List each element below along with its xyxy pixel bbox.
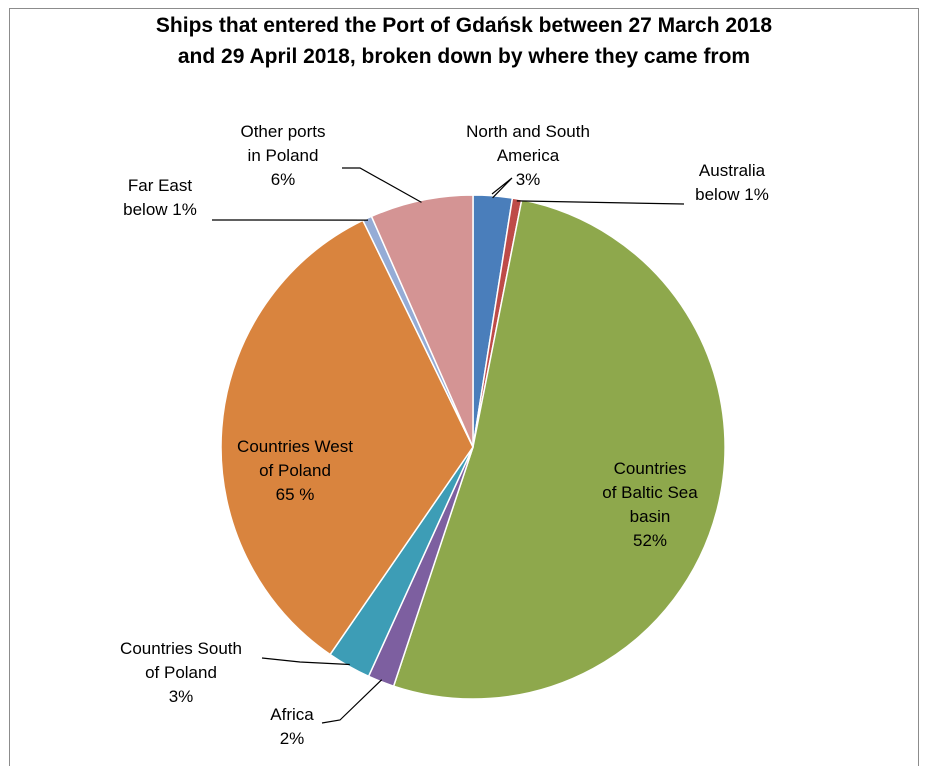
label-other-ports-poland-line-2: in Poland bbox=[247, 146, 319, 165]
leader-line-other-ports-in-poland bbox=[342, 167, 422, 203]
label-north-south-america-value: 3% bbox=[515, 170, 541, 189]
leader-line-africa bbox=[321, 679, 383, 724]
label-west-of-poland-value: 65 % bbox=[275, 485, 315, 504]
slice-countries-of-baltic-sea-basin bbox=[392, 199, 726, 700]
leader-line-australia bbox=[516, 200, 685, 205]
slice-other-ports-in-poland bbox=[370, 194, 474, 448]
label-africa-line-1: Africa bbox=[270, 705, 314, 724]
chart-title-line-2: and 29 April 2018, broken down by where … bbox=[177, 45, 751, 68]
label-far-east: Far East below 1% bbox=[100, 174, 220, 222]
label-australia-value: below 1% bbox=[695, 185, 769, 204]
label-south-of-poland-line-1: Countries South bbox=[120, 639, 242, 658]
label-west-of-poland-line-1: Countries West bbox=[237, 437, 353, 456]
label-other-ports-poland: Other ports in Poland 6% bbox=[218, 120, 348, 192]
label-south-of-poland-value: 3% bbox=[168, 687, 194, 706]
label-africa-value: 2% bbox=[279, 729, 305, 748]
leader-line-north-and-south-america bbox=[491, 177, 513, 199]
label-baltic-sea-value: 52% bbox=[632, 531, 668, 550]
label-baltic-sea: Countries of Baltic Sea basin 52% bbox=[575, 457, 725, 553]
slice-countries-west-of-poland bbox=[220, 219, 474, 656]
label-other-ports-poland-value: 6% bbox=[270, 170, 296, 189]
label-baltic-sea-line-1: Countries bbox=[613, 459, 687, 478]
leader-lines bbox=[211, 167, 685, 724]
label-north-south-america-line-1: North and South bbox=[466, 122, 590, 141]
label-baltic-sea-line-3: basin bbox=[629, 507, 671, 526]
leader-line-countries-south-of-poland bbox=[261, 657, 350, 666]
label-north-south-america: North and South America 3% bbox=[438, 120, 618, 192]
label-far-east-line-1: Far East bbox=[127, 176, 193, 195]
label-australia: Australia below 1% bbox=[672, 159, 792, 207]
label-west-of-poland-line-2: of Poland bbox=[259, 461, 331, 480]
label-south-of-poland: Countries South of Poland 3% bbox=[96, 637, 266, 709]
chart-title: Ships that entered the Port of Gdańsk be… bbox=[0, 10, 928, 72]
label-far-east-value: below 1% bbox=[123, 200, 197, 219]
label-west-of-poland: Countries West of Poland 65 % bbox=[215, 435, 375, 507]
label-baltic-sea-line-2: of Baltic Sea bbox=[602, 483, 698, 502]
chart-title-line-1: Ships that entered the Port of Gdańsk be… bbox=[155, 14, 773, 37]
label-australia-line-1: Australia bbox=[698, 161, 766, 180]
label-north-south-america-line-2: America bbox=[496, 146, 560, 165]
label-africa: Africa 2% bbox=[252, 703, 332, 751]
pie-slices bbox=[220, 194, 726, 700]
label-south-of-poland-line-2: of Poland bbox=[145, 663, 217, 682]
label-other-ports-poland-line-1: Other ports bbox=[240, 122, 326, 141]
